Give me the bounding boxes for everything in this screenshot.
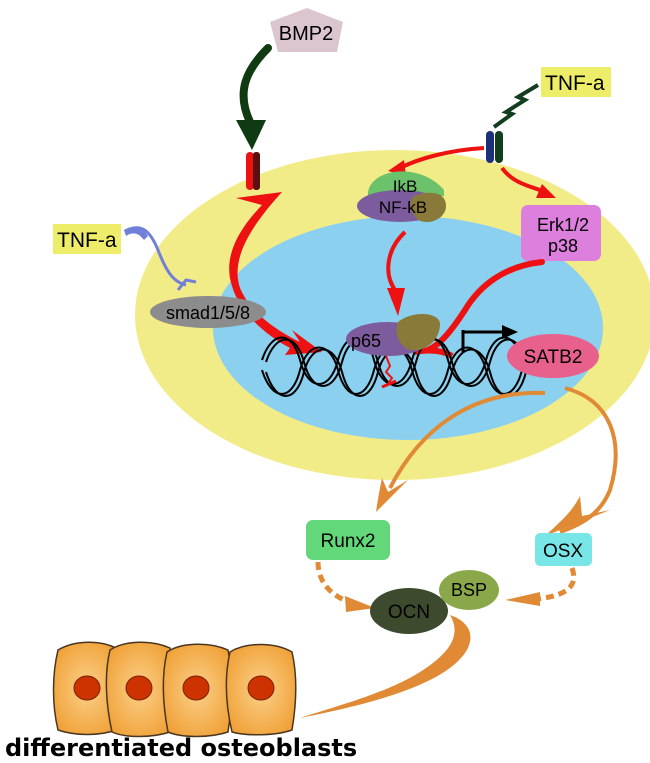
tnf-receptor — [486, 131, 503, 163]
osx-label: OSX — [543, 541, 583, 562]
ocn-node: OCN — [370, 588, 448, 634]
cell-nucleus-icon — [125, 675, 153, 701]
satb2-to-osx-arrow — [545, 386, 618, 536]
satb2-transcription-arrow — [461, 325, 518, 352]
p65-inhibition-zigzag-icon — [384, 355, 394, 385]
bmp2-ligand: BMP2 — [270, 8, 343, 52]
p65-complex: p65 — [346, 313, 440, 356]
p38-label: p38 — [548, 236, 578, 256]
caption-differentiated-osteoblasts: differentiated osteoblasts — [5, 734, 357, 762]
osx-node: OSX — [535, 533, 592, 566]
tnf-a-top: TNF-a — [541, 67, 611, 97]
cell-nucleus-icon — [247, 675, 275, 701]
osteoblast-cells — [52, 641, 297, 738]
bsp-label: BSP — [451, 580, 487, 600]
ikb-nfkb-complex: IkB NF-kB — [357, 171, 446, 223]
erk-p38-box: Erk1/2 p38 — [521, 205, 601, 261]
nfkb-label: NF-kB — [379, 198, 427, 217]
tnf-to-erk-arrow — [500, 166, 556, 198]
tnf-signal-zigzag-icon — [492, 83, 540, 129]
cell-nucleus-icon — [182, 675, 210, 701]
bmp2-activation-arrow — [236, 44, 272, 150]
tnf-a-top-label: TNF-a — [545, 72, 605, 95]
osteoblast-cell — [225, 643, 297, 736]
osx-to-bsp-dashed-arrow — [505, 567, 577, 606]
ocn-label: OCN — [388, 602, 430, 623]
runx2-label: Runx2 — [321, 531, 376, 552]
cell-nucleus-icon — [73, 675, 101, 701]
bmp2-label: BMP2 — [279, 23, 333, 45]
runx2-node: Runx2 — [306, 520, 390, 560]
ocn-to-osteoblasts-arrow — [300, 615, 471, 718]
smad-label: smad1/5/8 — [166, 303, 250, 323]
tnf-to-smad-inhibition — [124, 226, 197, 291]
osteoblast-cell — [162, 643, 233, 738]
satb2-to-runx2-arrow — [376, 390, 546, 512]
ikb-label: IkB — [393, 177, 418, 196]
satb2-label: SATB2 — [524, 347, 583, 368]
satb2-node: SATB2 — [507, 334, 599, 378]
nfkb-to-p65-arrow — [386, 230, 407, 316]
smad-node: smad1/5/8 — [150, 296, 266, 328]
erk-label: Erk1/2 — [537, 215, 589, 235]
tnf-a-left: TNF-a — [53, 224, 121, 254]
tnf-a-left-label: TNF-a — [57, 229, 117, 252]
p65-label: p65 — [351, 331, 381, 351]
osteoblast-cell — [105, 641, 175, 738]
bmp-receptor — [246, 152, 260, 190]
runx2-to-ocn-dashed-arrow — [315, 561, 375, 612]
bsp-node: BSP — [439, 570, 499, 610]
p65-inhibition-bar — [381, 379, 397, 389]
